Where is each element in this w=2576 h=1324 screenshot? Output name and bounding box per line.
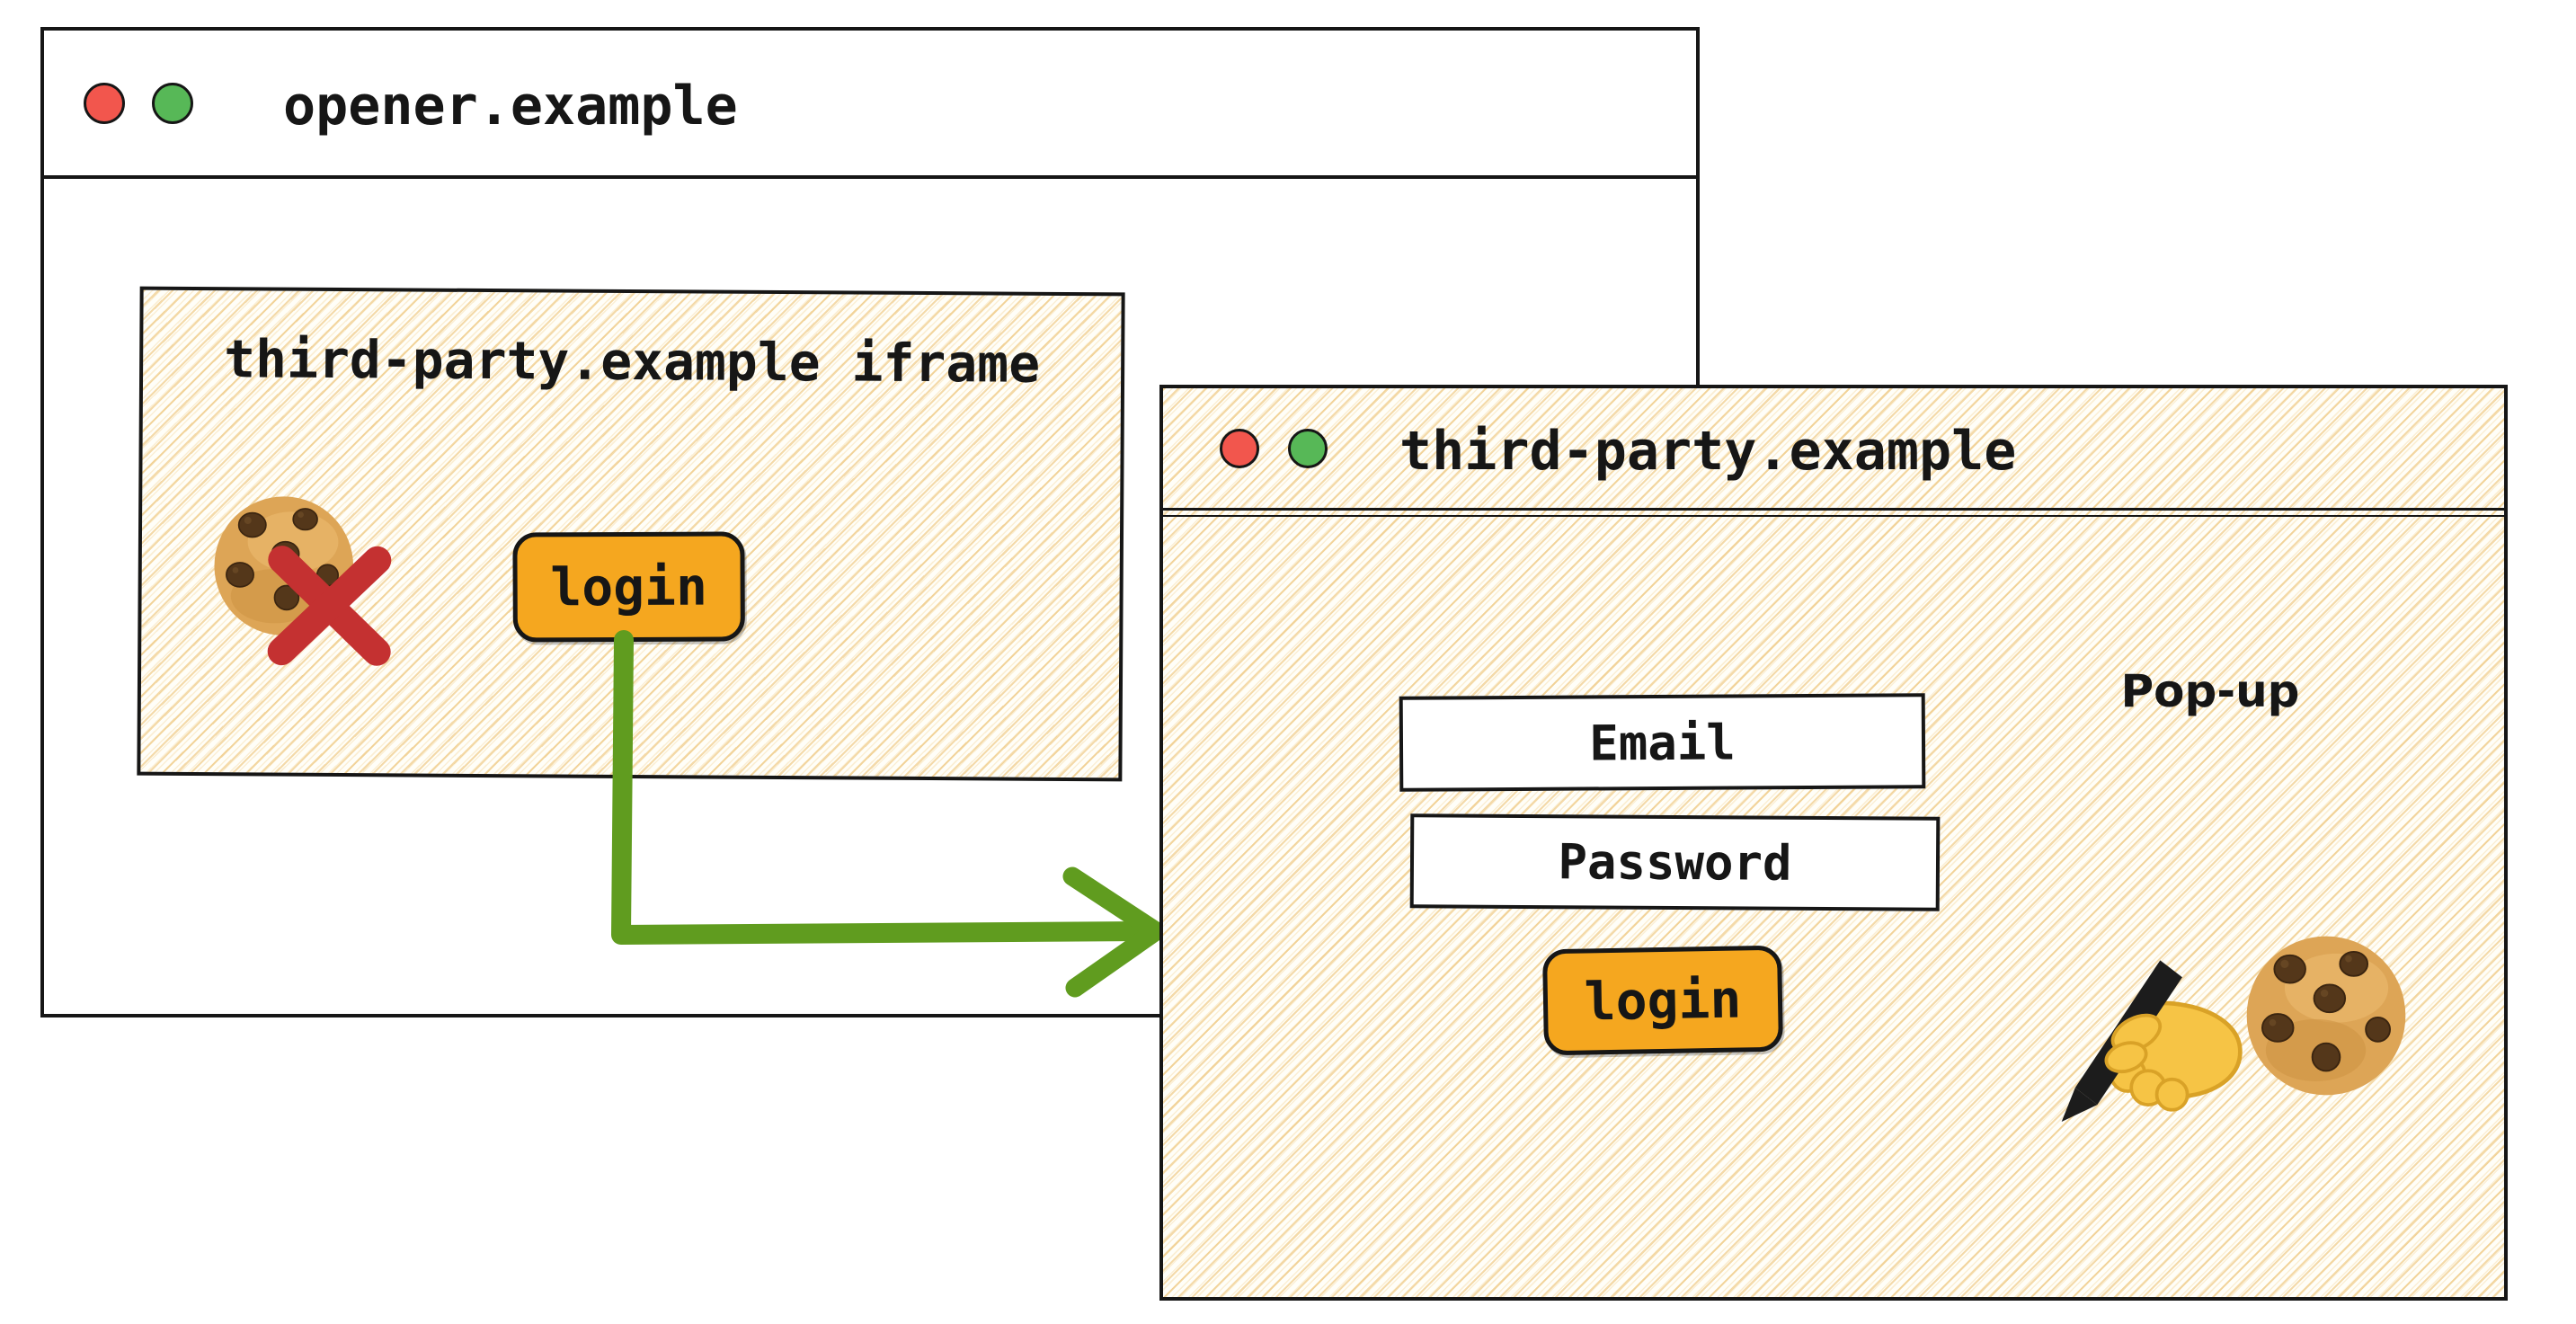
iframe-login-button[interactable]: login [512,531,745,643]
close-traffic-light[interactable] [84,82,125,124]
password-field-label: Password [1558,833,1792,892]
blocked-x-icon [267,546,392,666]
popup-login-button[interactable]: login [1541,945,1784,1056]
iframe-login-label: login [550,555,708,618]
zoom-traffic-light[interactable] [1288,428,1328,468]
popup-login-label: login [1584,968,1742,1033]
opener-window-title: opener.example [283,74,738,138]
titlebar-separator [1163,508,2504,517]
cookie-icon [2246,936,2406,1096]
email-field-label: Email [1589,714,1736,771]
popup-window-title: third-party.example [1399,419,2017,483]
popup-annotation-label: Pop-up [2120,665,2300,717]
third-party-iframe: third-party.example iframe [137,286,1125,782]
iframe-label: third-party.example iframe [224,328,1041,395]
opener-titlebar: opener.example [44,31,1696,179]
writing-hand-icon [2061,960,2243,1122]
close-traffic-light[interactable] [1220,428,1259,468]
password-field[interactable]: Password [1409,813,1941,911]
email-field[interactable]: Email [1399,693,1926,792]
popup-browser-window: third-party.example Pop-up Email Passwor… [1159,385,2508,1301]
popup-titlebar: third-party.example [1163,388,2504,508]
zoom-traffic-light[interactable] [152,82,193,124]
